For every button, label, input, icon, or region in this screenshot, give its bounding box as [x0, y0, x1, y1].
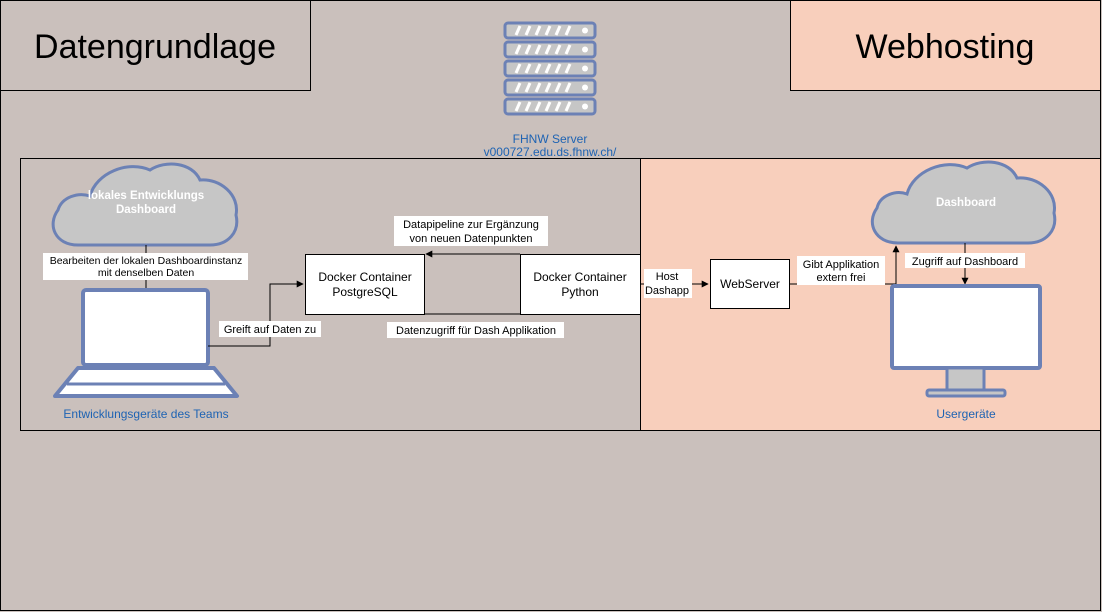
dashboard-access-label-bg [905, 253, 1025, 268]
local-cloud-label-1: lokales Entwicklungs [88, 190, 204, 202]
dash-access-label: Datenzugriff für Dash Applikation [396, 325, 556, 337]
edge-laptop-postgres [208, 280, 304, 347]
publish-label-2: extern frei [817, 272, 866, 284]
reads-data-label-bg [219, 321, 321, 337]
laptop-icon [53, 288, 239, 398]
pipeline-label-bg [394, 216, 548, 246]
python-label-2: Python [561, 285, 598, 299]
monitor-caption: Usergeräte [936, 407, 996, 421]
webserver-node[interactable] [710, 259, 790, 309]
header-datengrundlage: Datengrundlage [0, 0, 311, 91]
cloud-icon [870, 160, 1057, 245]
dashboard-cloud-label: Dashboard [936, 197, 996, 209]
edit-label-bg [43, 253, 248, 280]
host-label-1: Host [656, 271, 679, 283]
python-node[interactable] [520, 254, 641, 315]
pipeline-label-1: Datapipeline zur Ergänzung [403, 219, 539, 231]
server-rack-icon [503, 21, 597, 116]
postgres-node[interactable] [305, 254, 425, 315]
edit-label-2: mit denselben Daten [98, 267, 194, 279]
postgres-label-2: PostgreSQL [332, 285, 398, 299]
cloud-icon [51, 162, 239, 247]
webserver-label: WebServer [720, 277, 780, 291]
local-cloud-label-2: Dashboard [116, 204, 176, 216]
header-datengrundlage-label: Datengrundlage [34, 28, 276, 66]
header-webhosting-label: Webhosting [856, 28, 1035, 66]
postgres-label-1: Docker Container [318, 270, 411, 284]
pipeline-label-2: von neuen Datenpunkten [410, 233, 533, 245]
python-label-1: Docker Container [533, 270, 626, 284]
host-label-2: Dashapp [645, 285, 689, 297]
server-host: v000727.edu.ds.fhnw.ch/ [484, 145, 617, 159]
server-name: FHNW Server [513, 132, 588, 146]
host-label-bg [644, 269, 692, 298]
reads-data-label: Greift auf Daten zu [224, 324, 316, 336]
publish-label-bg [797, 256, 885, 285]
dash-access-label-bg [387, 322, 564, 338]
monitor-icon [890, 284, 1042, 398]
edit-label-1: Bearbeiten der lokalen Dashboardinstanz [50, 255, 243, 267]
dashboard-access-label: Zugriff auf Dashboard [912, 256, 1018, 268]
header-webhosting: Webhosting [790, 0, 1101, 91]
laptop-caption: Entwicklungsgeräte des Teams [63, 407, 228, 421]
publish-label-1: Gibt Applikation [803, 259, 879, 271]
